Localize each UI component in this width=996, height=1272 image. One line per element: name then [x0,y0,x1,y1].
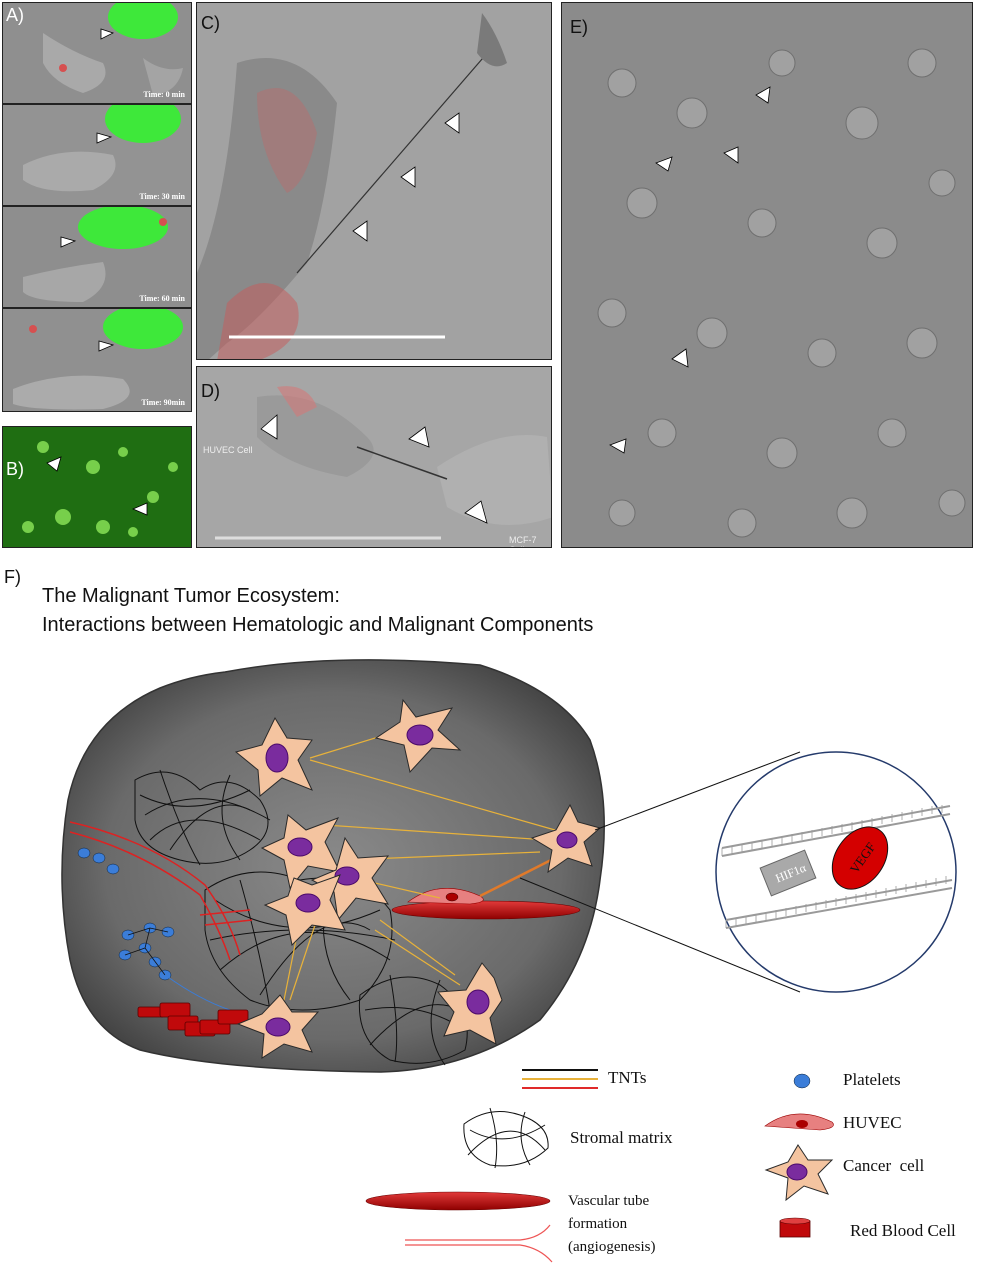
legend-tnt-lines [522,1069,598,1089]
time-label: Time: 60 min [139,294,185,303]
cancer-cell-2 [374,698,462,774]
zoom-inset [715,751,957,993]
hif1a-label: HIF1α [773,860,808,886]
cancer-cell-5 [263,874,346,947]
panel-c-label: C) [201,13,220,33]
panel-a-frame-4-image [3,309,191,411]
legend-stromal-swatch [463,1107,549,1169]
cancer-cell-4 [310,836,390,922]
legend-cancer: Cancer cell [843,1156,925,1175]
panel-a-label: A) [6,5,24,25]
huvec-cell [407,887,484,905]
tnt-connections [281,734,556,1011]
tumor-body [61,659,605,1073]
panel-d: D) HUVEC Cell MCF-7 Cell [196,366,552,548]
panel-c: C) [196,2,552,360]
legend-angiogenesis-swatch [405,1224,553,1263]
vegf-label: VEGF [846,839,879,876]
huvec-cell-caption: HUVEC Cell [203,445,253,455]
panel-a-frame-1: A) Time: 0 min [2,2,192,104]
panel-a-frame-3-image [3,207,191,307]
legend-vascular-line-1: Vascular tube [568,1193,650,1209]
cancer-cell-1 [234,716,313,797]
cancer-cell-3 [260,814,341,890]
panel-a-frame-2-image [3,105,191,205]
time-label: Time: 30 min [139,192,185,201]
panel-b: B) [2,426,192,548]
legend-huvec: HUVEC [843,1113,902,1132]
legend-vascular-line-2: formation [568,1216,628,1232]
legend-rbc: Red Blood Cell [850,1221,956,1240]
cancer-cell-6 [530,803,602,874]
panel-b-label: B) [6,459,24,479]
panel-a-frame-4: Time: 90min [2,308,192,412]
panel-e-label: E) [570,17,588,37]
legend-tnts: TNTs [608,1068,647,1087]
diagram-title-line-2: Interactions between Hematologic and Mal… [42,614,594,636]
panel-e-image [562,3,972,547]
red-blood-cells [137,1002,249,1037]
legend-huvec-swatch [764,1113,834,1131]
vascular-tube [391,900,581,920]
panel-e: E) [561,2,973,548]
stromal-matrix-1 [134,769,271,866]
cancer-cell-8 [437,962,503,1045]
panel-d-image [197,367,551,547]
panel-d-label: D) [201,381,220,401]
stromal-matrix-3 [358,974,468,1066]
platelet-cluster-2 [118,922,175,981]
diagram-title-line-1: The Malignant Tumor Ecosystem: [42,585,340,607]
legend-rbc-swatch [779,1217,811,1238]
platelet-cluster-1 [77,847,120,875]
panel-a-frame-1-image [3,3,191,103]
panel-f-label: F) [4,567,21,587]
time-label: Time: 90min [141,398,185,407]
time-label: Time: 0 min [143,90,185,99]
legend-vascular-swatch [365,1191,551,1211]
vessel-lines [69,821,253,961]
panel-a-frame-2: Time: 30 min [2,104,192,206]
legend-vascular-line-3: (angiogenesis) [568,1239,656,1255]
stromal-matrix-2 [204,871,396,1011]
panel-c-image [197,3,551,359]
cancer-cell-7 [236,994,320,1059]
legend-platelet-swatch [793,1073,811,1089]
mcf7-cell-caption: MCF-7 Cell [509,535,537,547]
panel-b-image [3,427,191,547]
legend-cancer-swatch [764,1144,834,1202]
legend-platelets: Platelets [843,1070,901,1089]
panel-a-frame-3: Time: 60 min [2,206,192,308]
legend-stromal: Stromal matrix [570,1128,673,1147]
